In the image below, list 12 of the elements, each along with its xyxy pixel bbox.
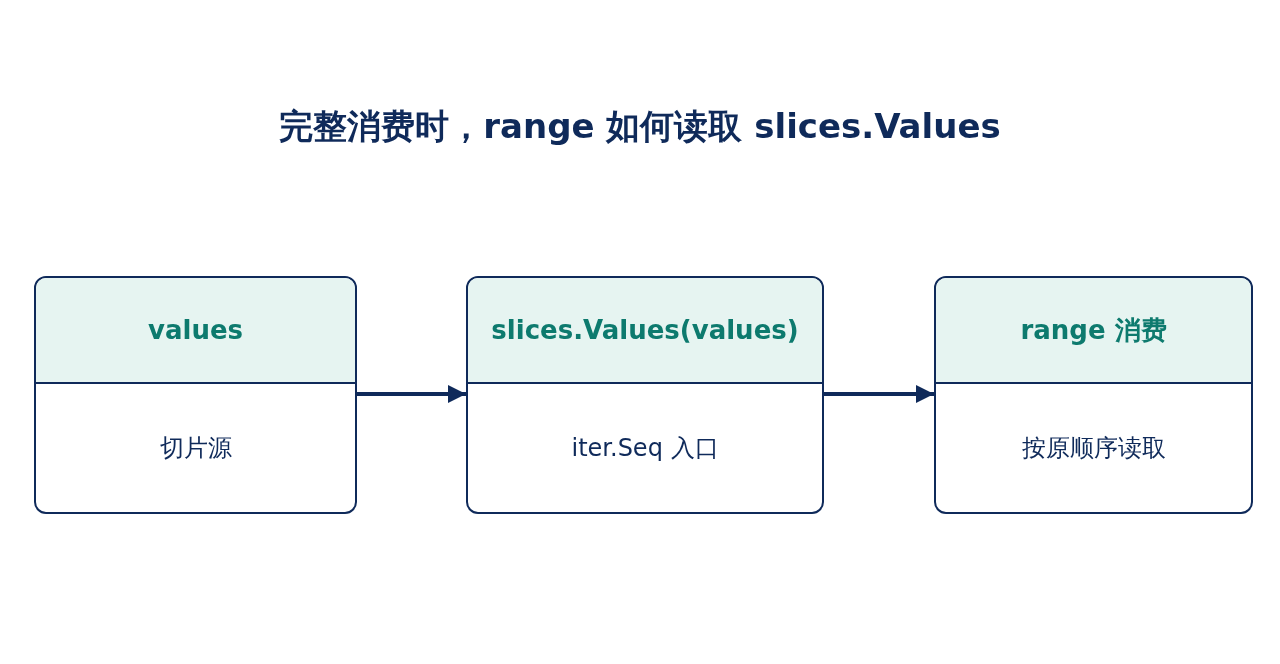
process-box	[934, 276, 1253, 514]
process-box	[34, 276, 357, 514]
diagram-title: 完整消费时，range 如何读取 slices.Values	[279, 105, 1001, 148]
box-text: 切片源	[159, 433, 232, 464]
arrow	[357, 385, 466, 403]
process-box	[466, 276, 824, 514]
box-heading: slices.Values(values)	[491, 315, 799, 345]
box-text: 按原顺序读取	[1021, 433, 1166, 464]
arrow	[824, 385, 934, 403]
box-heading: range 消费	[1020, 313, 1167, 347]
box-heading: values	[148, 315, 243, 345]
box-text: iter.Seq 入口	[571, 433, 719, 464]
